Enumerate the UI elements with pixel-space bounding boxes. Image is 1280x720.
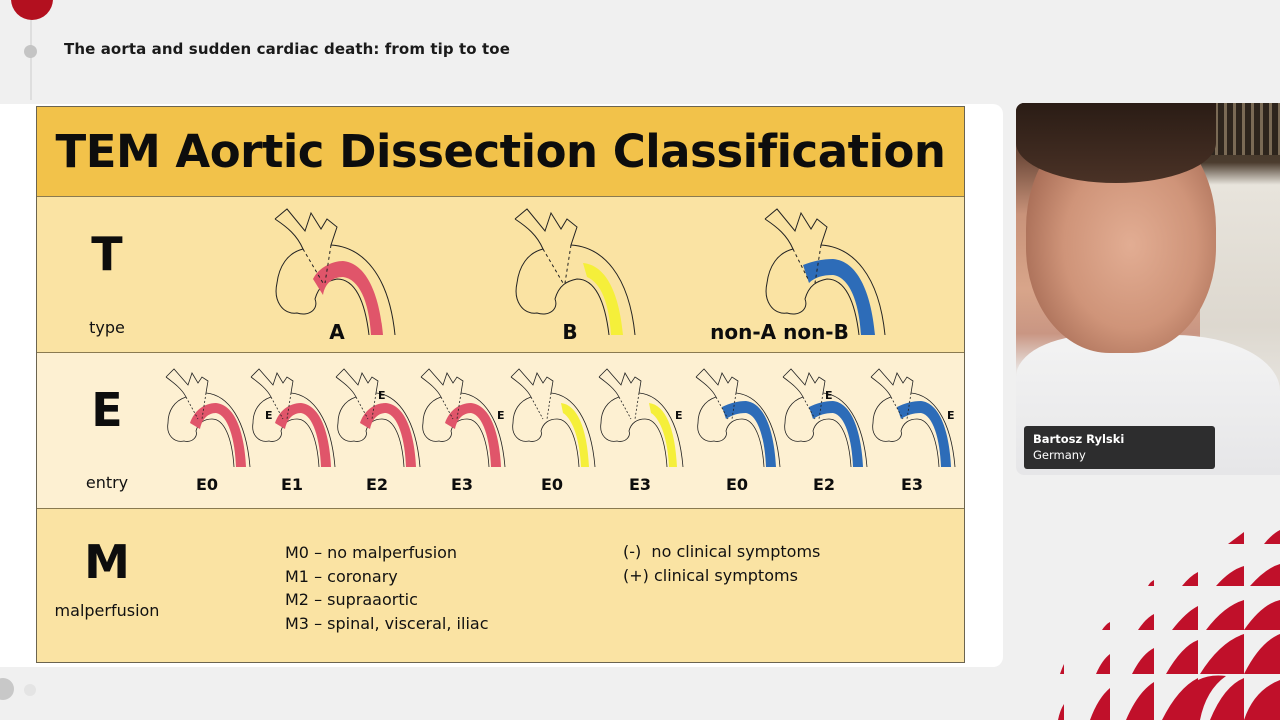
scroll-indicator-dot[interactable] [0,678,14,700]
speaker-name: Bartosz Rylski [1033,432,1125,446]
entry-figure-label: E2 [365,475,389,494]
entry-figure-label: E3 [450,475,474,494]
aorta-diagram-entry-7 [692,367,784,471]
aorta-diagram-type-b [507,205,647,337]
malperfusion-grade-list: M0 – no malperfusion M1 – coronary M2 – … [285,541,488,635]
aorta-diagram-entry-4 [417,367,509,471]
speaker-name-tag: Bartosz Rylski Germany [1024,426,1215,469]
type-non-a-non-b-label: non-A non-B [710,320,849,344]
aorta-diagram-type-a [267,205,407,337]
entry-tear-marker: E [497,409,505,422]
aorta-diagram-type-non-a-non-b [757,205,897,337]
entry-figure-label: E3 [628,475,652,494]
malperfusion-grade-m1: M1 – coronary [285,566,398,586]
malperfusion-label: malperfusion [54,601,160,620]
type-row: T type A [37,197,964,353]
entry-tear-marker: E [675,409,683,422]
scroll-indicator-dot-small[interactable] [24,684,36,696]
type-label: type [89,318,125,337]
entry-tear-marker: E [265,409,273,422]
aorta-diagram-entry-2 [247,367,339,471]
entry-tear-marker: E [947,409,955,422]
entry-figure-label: E0 [540,475,564,494]
slide-title: TEM Aortic Dissection Classification [55,125,946,178]
symptom-list: (-) no clinical symptoms (+) clinical sy… [623,540,820,588]
entry-row: E entry E0 E E1 E E2 E E3 E0 E E3 E0 E E2 E E3 [37,353,964,509]
malperfusion-grade-m2: M2 – supraaortic [285,590,418,609]
entry-figure-label: E3 [900,475,924,494]
session-title: The aorta and sudden cardiac death: from… [64,40,510,58]
entry-figure-label: E2 [812,475,836,494]
brand-triangle-pattern [1040,520,1280,720]
timeline-session-marker[interactable] [24,45,37,58]
aorta-diagram-entry-3 [332,367,424,471]
speaker-country: Germany [1033,448,1086,462]
presentation-slide: TEM Aortic Dissection Classification T t… [36,106,965,663]
type-a-label: A [329,320,345,344]
malperfusion-letter: M [84,535,130,589]
entry-letter: E [91,383,123,437]
entry-figure-label: E0 [195,475,219,494]
entry-tear-marker: E [378,389,386,402]
aorta-diagram-entry-5 [507,367,599,471]
entry-tear-marker: E [825,389,833,402]
speaker-video[interactable] [1016,103,1280,475]
slide-header: TEM Aortic Dissection Classification [37,107,964,197]
aorta-diagram-entry-1 [162,367,254,471]
aorta-diagram-entry-6 [595,367,687,471]
type-b-label: B [562,320,578,344]
timeline-active-marker[interactable] [11,0,53,20]
entry-label: entry [85,473,129,492]
entry-figure-label: E1 [280,475,304,494]
entry-figure-label: E0 [725,475,749,494]
video-speaker-hair [1016,103,1216,183]
malperfusion-grade-m0: M0 – no malperfusion [285,543,458,562]
type-letter: T [91,227,123,281]
aorta-diagram-entry-8 [779,367,871,471]
malperfusion-row: M malperfusion M0 – no malperfusion M1 –… [37,509,964,662]
symptom-negative: (-) no clinical symptoms [623,542,821,561]
aorta-diagram-entry-9 [867,367,959,471]
symptom-positive: (+) clinical symptoms [623,566,798,585]
malperfusion-grade-m3: M3 – spinal, visceral, iliac [285,613,489,633]
